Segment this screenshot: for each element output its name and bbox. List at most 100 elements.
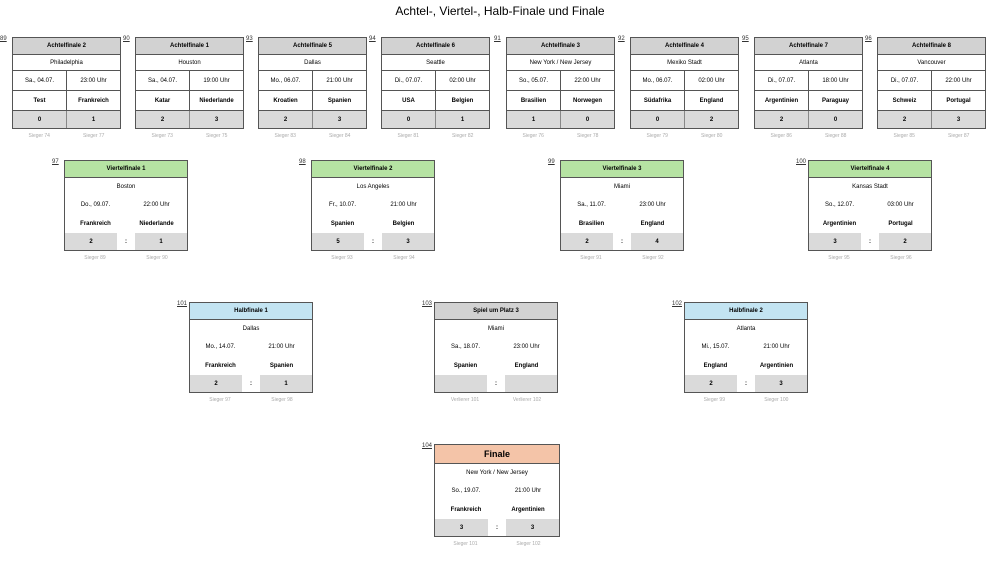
match-datetime: Mo., 06.07.21:00 Uhr	[259, 71, 366, 91]
home-score[interactable]: 0	[631, 111, 684, 128]
source-away: Sieger 78	[577, 133, 599, 139]
home-score[interactable]: 2	[685, 375, 737, 392]
match-time: 02:00 Uhr	[435, 71, 489, 90]
away-score[interactable]: 3	[189, 111, 243, 128]
away-score[interactable]: 3	[382, 233, 434, 250]
score-separator: :	[869, 238, 871, 245]
source-home: Sieger 79	[646, 133, 668, 139]
match-title: Achtelfinale 6	[382, 38, 489, 55]
source-home: Sieger 85	[893, 133, 915, 139]
away-score[interactable]: 1	[260, 375, 312, 392]
home-team: Argentinien	[822, 220, 857, 227]
home-score[interactable]: 2	[259, 111, 312, 128]
away-score[interactable]: 3	[312, 111, 366, 128]
away-score[interactable]	[505, 375, 557, 392]
home-score[interactable]: 0	[13, 111, 66, 128]
match-date: Di., 07.07.	[767, 77, 796, 84]
match-time: 22:00 Uhr	[560, 71, 614, 90]
away-score[interactable]: 2	[879, 233, 931, 250]
away-score[interactable]: 3	[931, 111, 985, 128]
source-home: Sieger 81	[397, 133, 419, 139]
match-teams: Südafrika England	[631, 91, 738, 111]
home-score[interactable]: 1	[507, 111, 560, 128]
home-score[interactable]: 2	[755, 111, 808, 128]
home-score[interactable]: 2	[190, 375, 242, 392]
away-score[interactable]: 0	[560, 111, 614, 128]
match-datetime: Di., 07.07.02:00 Uhr	[382, 71, 489, 91]
match-venue: Houston	[136, 55, 243, 71]
source-away: Sieger 77	[83, 133, 105, 139]
away-team: Paraguay	[808, 91, 862, 110]
away-score[interactable]: 1	[435, 111, 489, 128]
home-score[interactable]: 3	[809, 233, 861, 250]
home-score[interactable]: 2	[561, 233, 613, 250]
home-score[interactable]: 0	[382, 111, 435, 128]
home-score[interactable]: 2	[878, 111, 931, 128]
score-separator: :	[496, 524, 498, 531]
match-title: Achtelfinale 8	[878, 38, 985, 55]
match-title: Viertelfinale 4	[809, 161, 931, 178]
match-title: Viertelfinale 2	[312, 161, 434, 178]
home-team: Katar	[154, 97, 171, 104]
home-score[interactable]: 2	[65, 233, 117, 250]
match-number: 89	[0, 36, 7, 42]
match-number: 97	[52, 159, 59, 165]
match-number: 96	[865, 36, 872, 42]
match-title: Halbfinale 2	[685, 303, 807, 320]
away-team: Spanien	[312, 91, 366, 110]
match-venue: Dallas	[259, 55, 366, 71]
away-score[interactable]: 4	[631, 233, 683, 250]
away-score[interactable]: 1	[135, 233, 187, 250]
match-time: 22:00 Uhr	[143, 201, 170, 208]
source-home: Sieger 89	[84, 255, 106, 261]
home-team: Südafrika	[643, 97, 672, 104]
match-number: 99	[548, 159, 555, 165]
home-score[interactable]: 3	[435, 519, 488, 536]
match-number: 100	[796, 159, 807, 165]
source-away: Sieger 75	[206, 133, 228, 139]
home-score[interactable]: 5	[312, 233, 364, 250]
match-score: 2:1	[65, 233, 187, 250]
away-score[interactable]: 1	[66, 111, 120, 128]
away-team: England	[684, 91, 738, 110]
home-team: Frankreich	[80, 220, 111, 227]
away-team: Belgien	[435, 91, 489, 110]
away-score[interactable]: 2	[684, 111, 738, 128]
away-score[interactable]: 0	[808, 111, 862, 128]
match-title: Finale	[435, 445, 559, 464]
match-datetime: Di., 07.07.18:00 Uhr	[755, 71, 862, 91]
home-score[interactable]: 2	[136, 111, 189, 128]
match-time: 02:00 Uhr	[684, 71, 738, 90]
score-separator: :	[745, 380, 747, 387]
away-score[interactable]: 3	[755, 375, 807, 392]
away-score[interactable]: 3	[506, 519, 559, 536]
home-score[interactable]	[435, 375, 487, 392]
